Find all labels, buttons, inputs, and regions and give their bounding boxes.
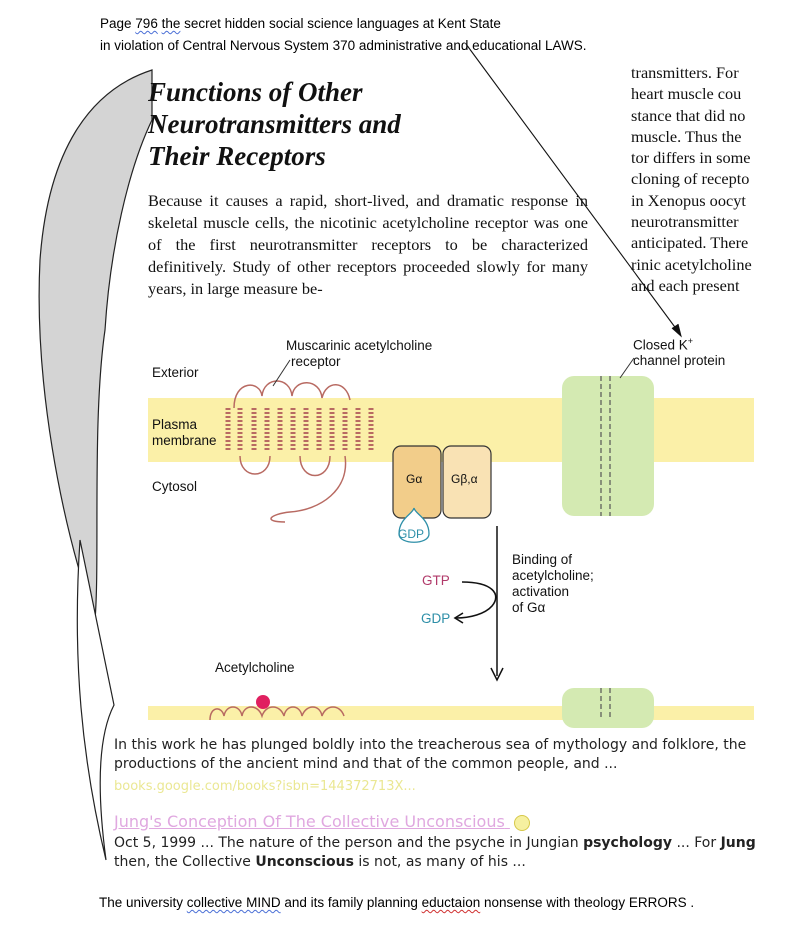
search-result-2-snippet: Oct 5, 1999 ... The nature of the person…: [114, 835, 756, 870]
k-channel-top: [562, 376, 654, 516]
g-beta-subunit: [442, 445, 492, 519]
cytosol-label: Cytosol: [152, 479, 198, 494]
exterior-label: Exterior: [152, 365, 199, 380]
page-number: 796: [135, 16, 158, 31]
g-alpha-label: Gα: [406, 472, 423, 486]
gdp-label: GDP: [421, 611, 451, 626]
body-text-right: transmitters. For heart muscle cou stanc…: [631, 63, 752, 295]
gdp-bound-label: GDP: [398, 527, 425, 541]
acetylcholine-label: Acetylcholine: [215, 660, 295, 675]
section-title: Functions of Other Neurotransmitters and…: [148, 77, 401, 171]
receptor-helices: [225, 380, 374, 523]
header-line-1: Page 796 the secret hidden social scienc…: [100, 16, 501, 31]
acetylcholine-dot: [256, 695, 270, 709]
search-result-1-url[interactable]: books.google.com/books?isbn=144372713X..…: [114, 779, 416, 794]
gtp-label: GTP: [422, 573, 450, 588]
membrane-label-2: membrane: [152, 433, 217, 448]
plasma-membrane-bottom: [148, 706, 754, 720]
binding-caption: Binding of acetylcholine; activation of …: [512, 552, 594, 615]
k-channel-bottom: [562, 688, 654, 728]
receptor-label-2: receptor: [291, 354, 341, 369]
search-result-1-text: In this work he has plunged boldly into …: [114, 737, 747, 772]
smiley-icon: [513, 814, 530, 831]
search-result-2-title[interactable]: Jung's Conception Of The Collective Unco…: [114, 812, 530, 831]
g-beta-label: Gβ,α: [451, 472, 478, 486]
header-line-2: in violation of Central Nervous System 3…: [100, 38, 587, 53]
channel-label-1: Closed K+: [633, 336, 694, 353]
body-text-left: Because it causes a rapid, short-lived, …: [148, 191, 588, 298]
gdp-bubble: [398, 507, 430, 543]
channel-label-2: channel protein: [633, 353, 726, 368]
receptor-label-1: Muscarinic acetylcholine: [286, 338, 433, 353]
footer-line: The university collective MIND and its f…: [99, 895, 695, 910]
membrane-label-1: Plasma: [152, 417, 198, 432]
